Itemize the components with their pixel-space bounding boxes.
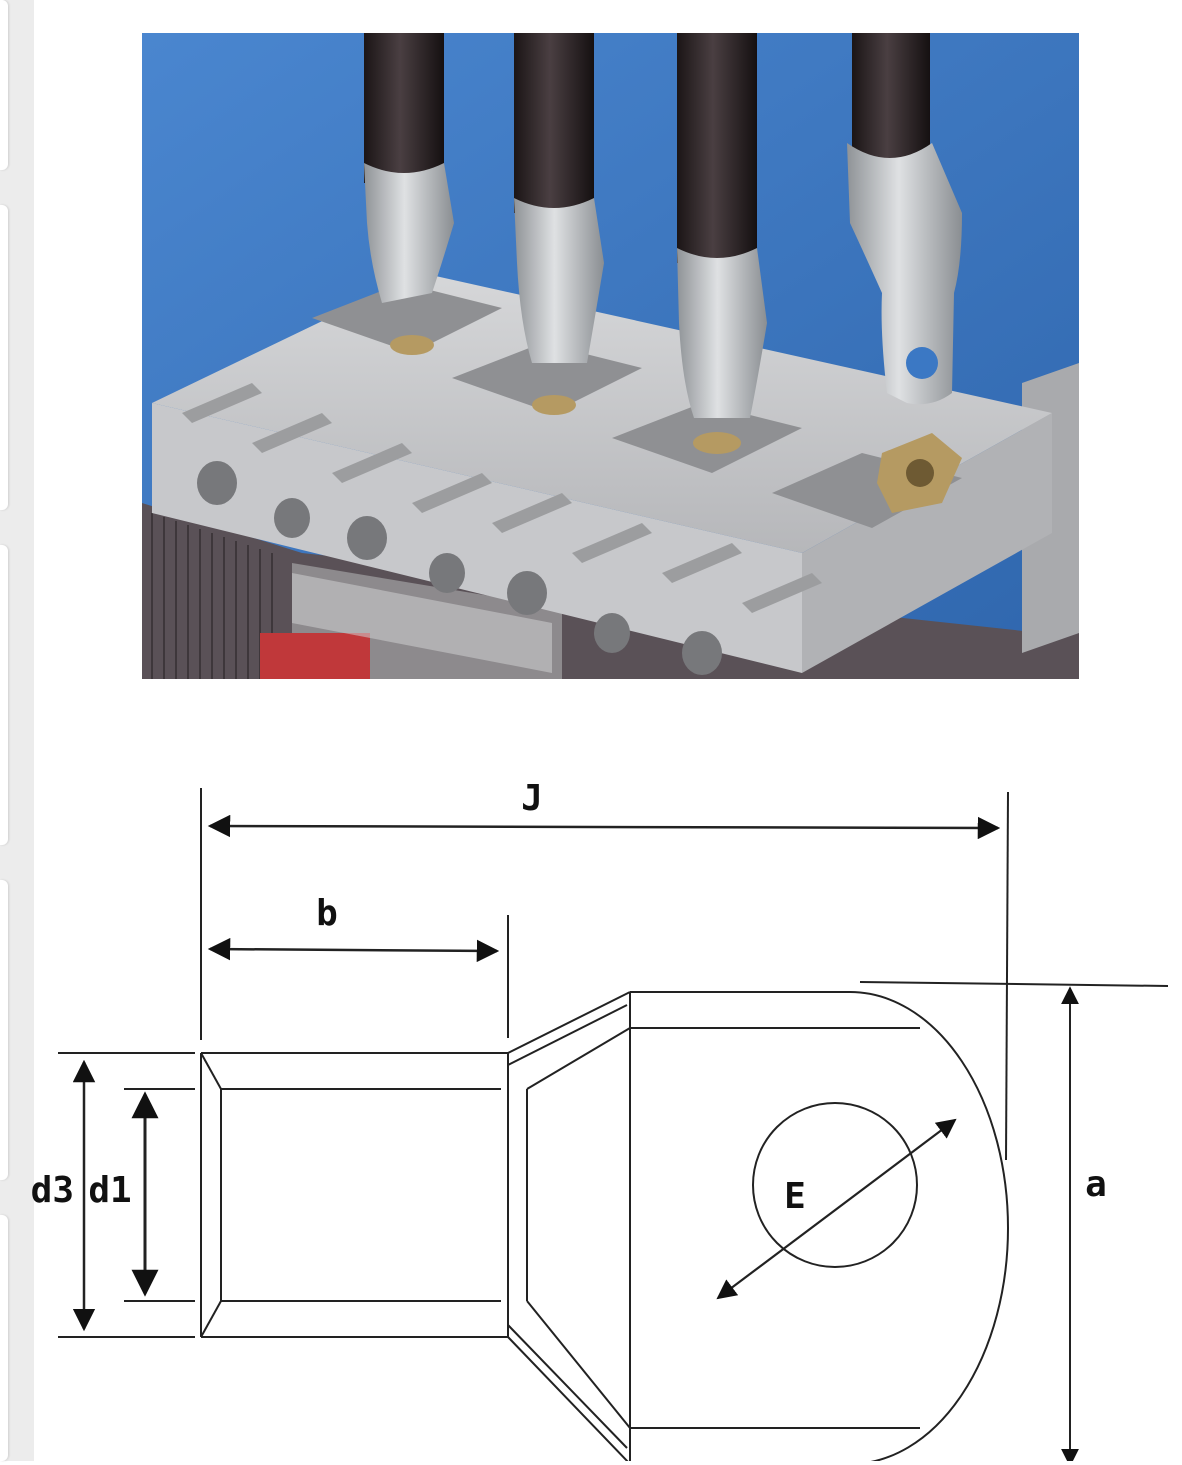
left-sidebar-rail <box>0 0 34 1461</box>
dimension-E-arrow <box>716 1118 957 1300</box>
lug-outline <box>200 991 1009 1465</box>
label-a: a <box>1085 1164 1107 1205</box>
label-E: E <box>784 1176 806 1217</box>
label-d3: d3 <box>31 1170 74 1211</box>
sidebar-card[interactable] <box>0 880 8 1180</box>
sidebar-card[interactable] <box>0 0 8 170</box>
dimension-J-arrow <box>207 814 1001 840</box>
stud-hole <box>752 1102 918 1268</box>
sidebar-card[interactable] <box>0 545 8 845</box>
ring-terminal-lug-diagram: J b d3 d1 E a <box>0 720 1182 1465</box>
label-d1: d1 <box>88 1170 131 1211</box>
extension-lines <box>58 788 1169 1338</box>
sidebar-card[interactable] <box>0 1215 8 1461</box>
label-J: J <box>521 778 543 819</box>
dimension-b-arrow <box>207 937 500 963</box>
breaker-terminal-lugs-photo <box>142 33 1079 679</box>
sidebar-card[interactable] <box>0 205 8 510</box>
label-b: b <box>316 893 338 934</box>
